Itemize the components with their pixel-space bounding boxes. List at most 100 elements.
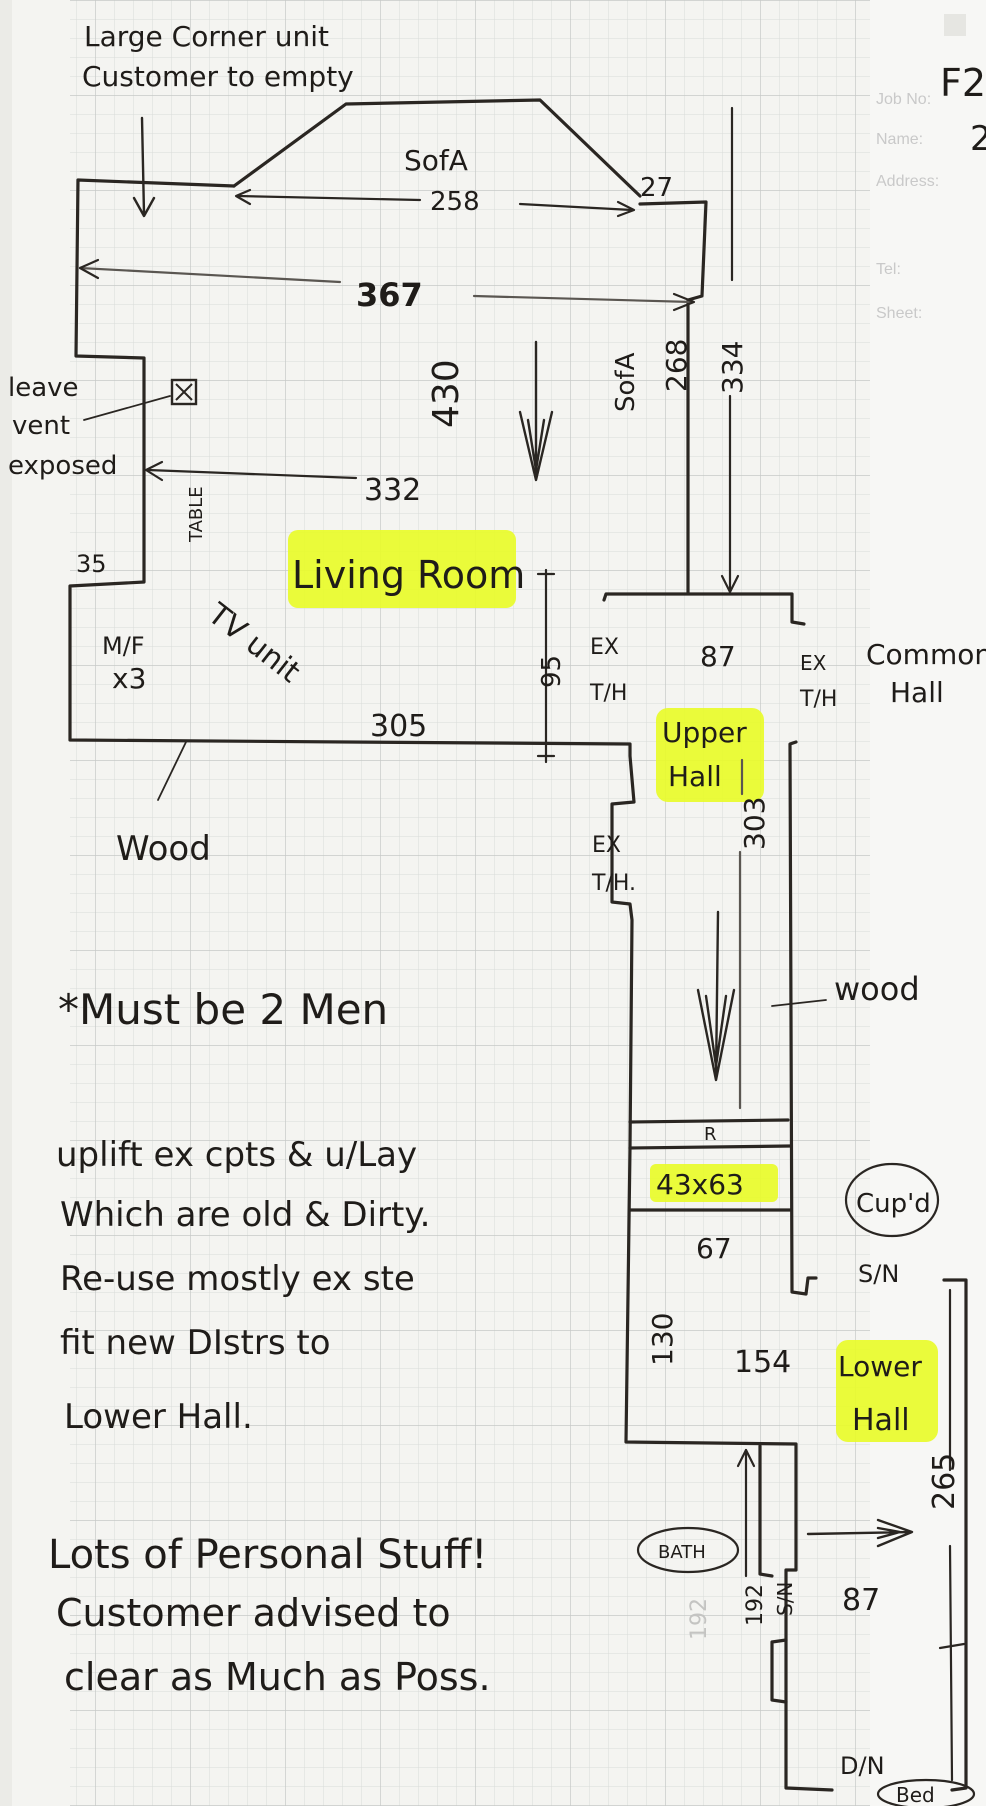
dimension-35: 35 <box>76 550 107 578</box>
dim-line-303 <box>738 758 744 1110</box>
job-ref: F2 <box>940 61 986 105</box>
lower-hall-labels: Cup'd S/N 130 154 Lower Hall 265 BATH 19… <box>646 1189 962 1806</box>
table-label: TABLE <box>186 486 207 543</box>
dimension-192: 192 <box>743 1584 768 1626</box>
lower-hall-right-wall <box>942 1278 968 1792</box>
vent-leader <box>83 395 171 421</box>
job-notes: *Must be 2 Men uplift ex cpts & u/Lay Wh… <box>48 985 491 1699</box>
job-no-label: Job No: <box>876 91 931 108</box>
vent-note-line-1: leave <box>8 373 79 403</box>
lower-hall-dimension-87: 87 <box>842 1583 880 1618</box>
uplift-note-line-2: Which are old & Dirty. <box>60 1195 430 1235</box>
ex-th-right-line-2: T/H <box>799 687 837 712</box>
bath-wall <box>758 1444 774 1578</box>
dimension-95: 95 <box>537 655 567 688</box>
sofa-side-dimension: 268 <box>660 339 693 392</box>
upper-hall-highlight <box>656 708 764 802</box>
dim-line-258 <box>236 194 634 212</box>
stair-box <box>628 1118 792 1212</box>
uplift-note-line-4: fit new DIstrs to <box>60 1323 331 1363</box>
uplift-note-line-5: Lower Hall. <box>64 1397 253 1437</box>
wall-outlines <box>68 98 968 1792</box>
living-room-walls <box>68 178 636 1150</box>
ex-th-left-line-2: T/H <box>589 681 627 706</box>
dimension-27: 27 <box>640 173 673 203</box>
uplift-note-line-1: uplift ex cpts & u/Lay <box>56 1135 417 1175</box>
vent-note-line-2: vent <box>12 411 70 441</box>
sn-label: S/N <box>858 1260 899 1288</box>
graph-grid <box>70 0 870 1806</box>
dim-arrow-192 <box>736 1448 756 1468</box>
dim-arrow-367-right <box>672 292 696 312</box>
leader-lines <box>83 395 827 1007</box>
personal-note-line-1: Lots of Personal Stuff! <box>48 1532 487 1578</box>
dimension-265: 265 <box>927 1453 962 1510</box>
pile-direction-arrows <box>132 116 914 1548</box>
dim-tick-265 <box>938 1642 966 1650</box>
sofa-top-dimension: 258 <box>430 187 480 217</box>
ex-th-lower-line-1: EX <box>592 833 621 858</box>
dimension-332: 332 <box>364 473 421 508</box>
address-label: Address: <box>876 173 939 190</box>
bed-label: Bed <box>896 1783 935 1806</box>
stair-r-label: R <box>704 1124 717 1145</box>
living-room-pile-arrow <box>518 340 554 482</box>
dim-line-367 <box>78 266 694 304</box>
ex-th-right-line-1: EX <box>800 651 827 675</box>
landing-dimension: 43x63 <box>656 1168 744 1201</box>
corner-unit-pointer <box>132 116 156 218</box>
common-hall-line-2: Hall <box>890 676 944 709</box>
mf-label-line-2: x3 <box>112 662 146 695</box>
upper-hall-pile-arrow <box>696 910 736 1082</box>
bath-circle <box>636 1526 740 1574</box>
corner-unit-note-line-1: Large Corner unit <box>84 20 329 53</box>
job-header: Job No: F2 2 Name: Address: Tel: Sheet: <box>876 61 986 322</box>
lower-hall-title-line-1: Lower <box>838 1350 922 1383</box>
upper-hall-title-line-1: Upper <box>662 716 747 749</box>
dim-line-334 <box>728 106 734 592</box>
personal-note-line-3: clear as Much as Poss. <box>64 1655 491 1699</box>
uplift-note-line-3: Re-use mostly ex ste <box>60 1259 415 1299</box>
vent-icon <box>170 378 198 406</box>
ex-th-left-line-1: EX <box>590 635 619 660</box>
dimension-154: 154 <box>734 1345 791 1380</box>
living-room-title: Living Room <box>292 553 525 597</box>
lower-hall-title-line-2: Hall <box>852 1403 910 1438</box>
dim-arrow-334 <box>720 574 740 594</box>
sofa-top-label: SofA <box>404 144 468 177</box>
ex-th-lower-line-2: T/H. <box>591 871 636 896</box>
wood-leader <box>157 741 187 801</box>
landing-dim-highlight <box>650 1164 778 1202</box>
stairs-labels: R 43x63 67 <box>656 1124 744 1265</box>
dimension-192-faint: 192 <box>687 1598 712 1640</box>
dim-arrow-258-left <box>234 188 252 206</box>
upper-hall-right-wall <box>788 740 818 1296</box>
dimension-334: 334 <box>716 341 749 394</box>
dn-label: D/N <box>840 1752 885 1780</box>
living-room-right-jog <box>602 592 806 626</box>
dimension-130: 130 <box>646 1313 679 1366</box>
must-be-note: *Must be 2 Men <box>58 985 388 1034</box>
dim-arrow-332 <box>144 460 164 482</box>
dimension-430: 430 <box>426 359 467 428</box>
dimension-303: 303 <box>738 797 771 850</box>
sheet-label: Sheet: <box>876 305 922 322</box>
upper-hall-floor-note: wood <box>834 970 920 1008</box>
circled-labels <box>636 1162 976 1806</box>
binding-edge <box>0 0 12 1806</box>
living-room-highlight <box>288 530 516 608</box>
living-room-top-right <box>638 200 708 594</box>
name-label: Name: <box>876 131 923 148</box>
corner-tab <box>944 14 966 36</box>
cupd-circle <box>844 1162 940 1238</box>
corner-unit-note-line-2: Customer to empty <box>82 60 354 93</box>
lower-hall-highlight <box>836 1340 938 1442</box>
lower-hall-walls <box>624 1146 834 1792</box>
upper-hall-labels: EX T/H 87 EX T/H Common Hall Upper Hall … <box>589 635 986 1008</box>
sofa-side-label: SofA <box>611 352 641 412</box>
dim-line-265 <box>948 1288 954 1782</box>
living-room-floor-note: Wood <box>116 829 211 869</box>
lower-hall-pile-arrow <box>806 1518 914 1548</box>
job-ref-tail: 2 <box>970 119 986 159</box>
